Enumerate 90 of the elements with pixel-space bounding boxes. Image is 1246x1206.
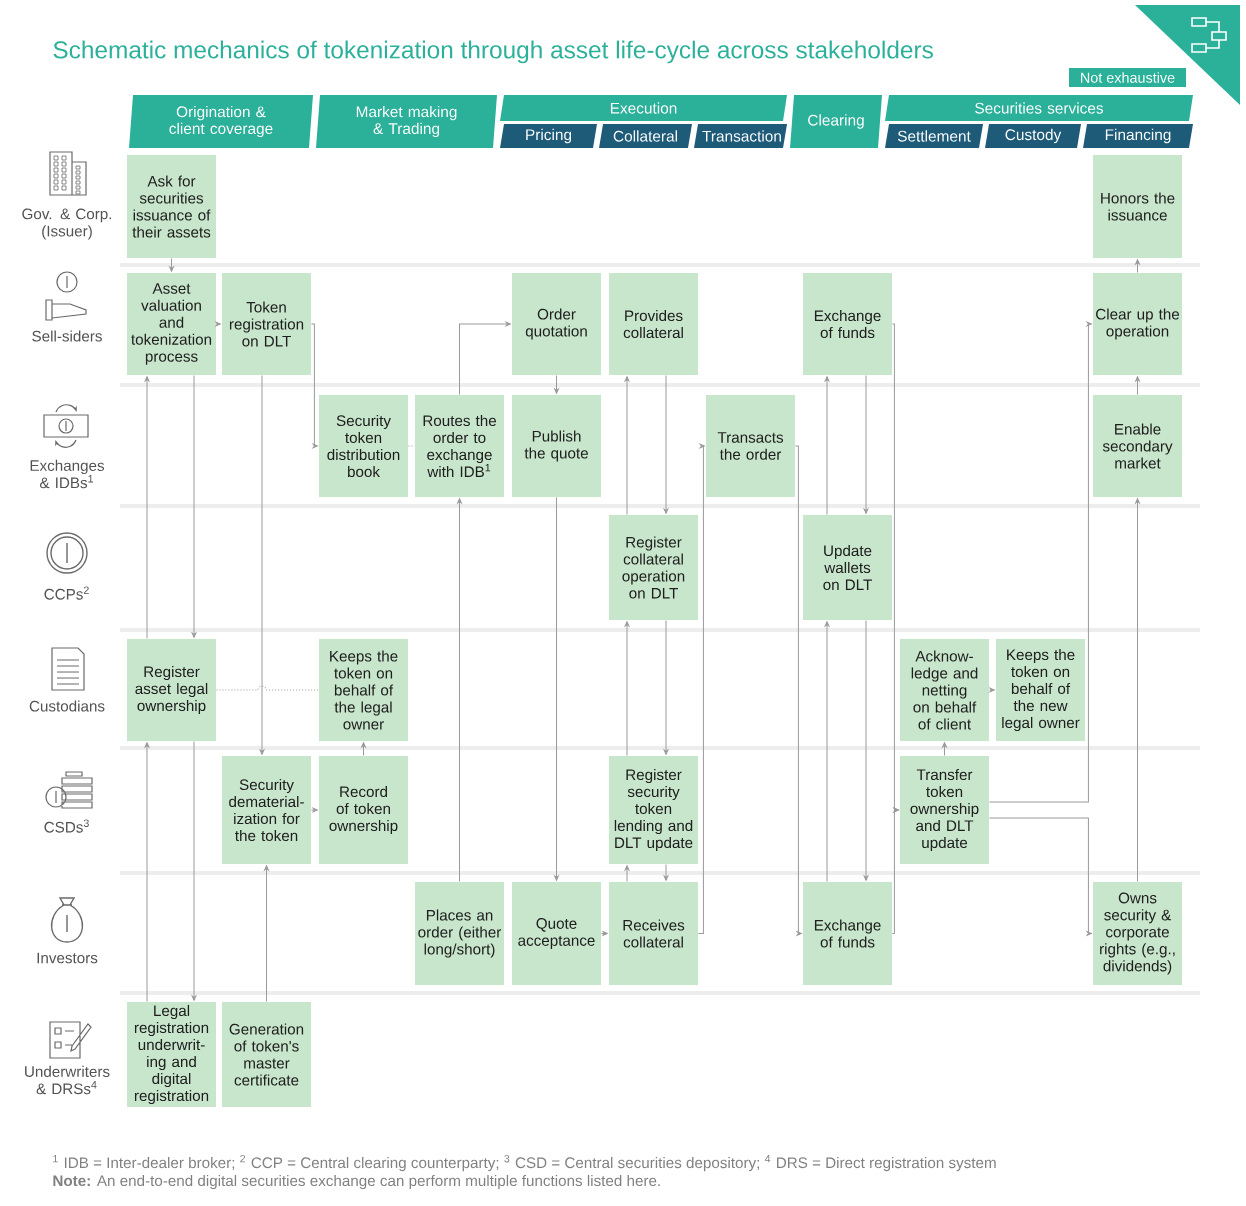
stakeholder-label: CSDs$^{3}$ — [44, 819, 89, 833]
process-box: Register asset legal ownership — [127, 639, 216, 741]
process-box: Publish the quote — [512, 395, 601, 497]
arrow — [663, 374, 669, 514]
arrow — [863, 619, 869, 881]
stakeholder-label: Sell-siders — [32, 330, 102, 342]
substage-header: Pricing — [500, 124, 597, 148]
process-box: Enable secondary market — [1093, 395, 1182, 497]
stage-header: Execution — [500, 95, 787, 121]
arrow — [824, 621, 830, 883]
process-box: Token registration on DLT — [222, 273, 311, 375]
stage-header: Securities services — [885, 95, 1193, 121]
arrow — [554, 496, 559, 881]
arrow — [891, 807, 899, 934]
arrow — [624, 376, 630, 516]
arrow — [942, 742, 947, 757]
arrow — [310, 807, 318, 813]
stakeholder-label: Investors — [37, 952, 98, 964]
stage-header: Clearing — [790, 95, 882, 148]
arrow — [1135, 376, 1140, 396]
arrow — [697, 443, 705, 934]
stage-header: Origination & client coverage — [129, 95, 313, 148]
arrow — [1135, 498, 1140, 883]
stakeholder-label: CCPs$^{2}$ — [44, 586, 89, 600]
stakeholder-label: Custodians — [29, 700, 105, 712]
arrow — [361, 742, 366, 757]
arrow — [600, 931, 608, 936]
process-box: Routes the order to exchange with IDB$^{1}$ — [415, 395, 504, 497]
arrow — [663, 863, 669, 881]
arrow — [215, 321, 221, 327]
process-box: Quote acceptance — [512, 882, 601, 985]
process-box: Ask for securities issuance of their assets — [127, 155, 216, 258]
arrow — [988, 321, 1092, 803]
process-box: Places an order (either long/short) — [415, 882, 504, 985]
substage-header: Collateral — [599, 124, 692, 148]
process-box: Exchange of funds — [803, 273, 892, 375]
process-box: Owns security & corporate rights (e.g., dividends) — [1093, 882, 1182, 985]
arrow — [264, 865, 269, 1003]
footnote: $^{1}$ IDB = Inter-dealer broker; $^{2}$ CCP = Central clearing counterparty; $^{3}$ CSD = Central securities depository; $^{4}$ DRS = Direct registration system — [53, 1154, 996, 1172]
arrow — [1135, 259, 1140, 274]
arrow — [169, 257, 174, 272]
substage-header: Custody — [985, 124, 1081, 148]
arrow — [191, 374, 197, 638]
arrow — [863, 374, 869, 514]
arrow — [663, 619, 669, 755]
stakeholder-label: Exchanges & IDBs$^{1}$ — [30, 459, 105, 489]
arrow — [457, 498, 462, 883]
process-box: Transfer token ownership and DLT update — [900, 756, 989, 864]
connector-line — [215, 685, 320, 691]
process-box: Exchange of funds — [803, 882, 892, 985]
arrow — [191, 740, 197, 1001]
process-box: Clear up the operation — [1093, 273, 1182, 375]
process-box: Register security token lending and DLT update — [609, 756, 698, 864]
process-box: Security token distribution book — [319, 395, 408, 497]
process-box: Register collateral operation on DLT — [609, 515, 698, 620]
process-box: Keeps the token on behalf of the new legal owner — [996, 639, 1085, 741]
arrow — [988, 687, 995, 693]
process-box: Honors the issuance — [1093, 155, 1182, 258]
stakeholder-label: Underwriters & DRSs$^{4}$ — [25, 1065, 110, 1095]
substage-header: Settlement — [885, 124, 983, 148]
process-box: Acknow-ledge and netting on behalf of client — [900, 639, 989, 741]
arrow — [824, 376, 830, 516]
process-box: Keeps the token on behalf of the legal owner — [319, 639, 408, 741]
arrow — [624, 621, 630, 757]
arrow — [259, 374, 265, 755]
substage-header: Financing — [1083, 124, 1193, 148]
process-box: Transacts the order — [706, 395, 795, 497]
arrow — [459, 321, 511, 396]
footnote: Note: An end-to-end digital securities exchange can perform multiple functions listed here. — [53, 1174, 660, 1190]
process-box: Receives collateral — [609, 882, 698, 985]
process-box: Record of token ownership — [319, 756, 408, 864]
process-box: Asset valuation and tokenization process — [127, 273, 216, 375]
title: Schematic mechanics of tokenization through asset life-cycle across stakeholders — [53, 40, 933, 64]
process-box: Provides collateral — [609, 273, 698, 375]
process-box: Order quotation — [512, 273, 601, 375]
stage-header: Market making & Trading — [316, 95, 497, 148]
process-box: Generation of token's master certificate — [222, 1002, 311, 1107]
process-box: Legal registration underwrit-ing and digital registration — [127, 1002, 216, 1107]
arrow — [310, 323, 318, 449]
process-box: Update wallets on DLT — [803, 515, 892, 620]
arrow — [144, 742, 150, 1003]
arrow — [988, 817, 1092, 936]
arrow — [624, 865, 630, 883]
note-tag: Not exhaustive — [1069, 68, 1186, 87]
process-box: Security dematerial-ization for the token — [222, 756, 311, 864]
substage-header: Transaction — [694, 124, 787, 148]
arrow — [794, 445, 802, 936]
arrow — [144, 376, 150, 640]
arrow — [554, 374, 559, 394]
stakeholder-label: Gov. & Corp. (Issuer) — [22, 208, 112, 240]
